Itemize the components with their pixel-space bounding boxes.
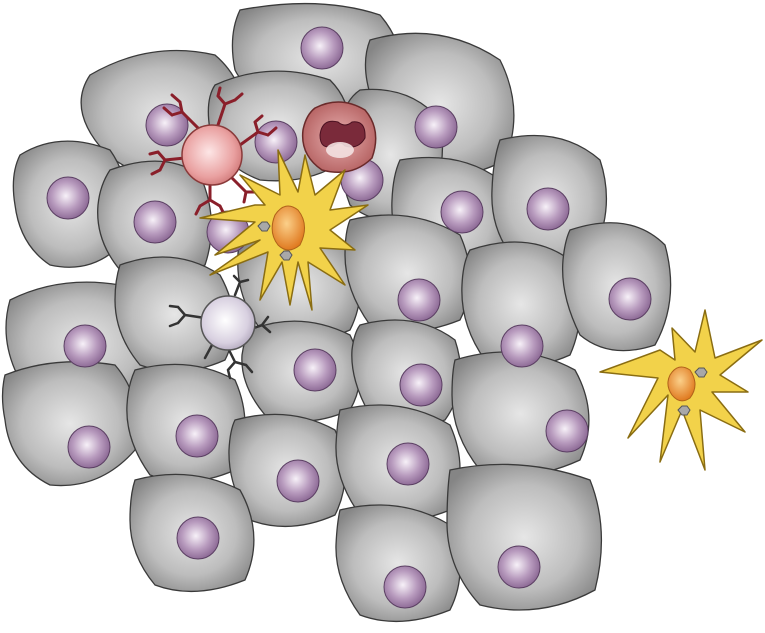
lymphocyte-body bbox=[200, 295, 256, 351]
nucleus bbox=[545, 409, 589, 453]
antigen-icon bbox=[257, 221, 271, 232]
t-cell-pink bbox=[148, 86, 278, 216]
nucleus bbox=[175, 414, 219, 458]
tumor-cell bbox=[1, 361, 139, 487]
dendritic-cell-right bbox=[599, 309, 763, 471]
nucleus bbox=[414, 105, 458, 149]
t-cell-receptors bbox=[148, 86, 278, 216]
nucleus bbox=[254, 120, 298, 164]
antigen-icon bbox=[677, 405, 691, 416]
nucleus bbox=[293, 348, 337, 392]
nucleus bbox=[133, 200, 177, 244]
tumor-cell bbox=[446, 463, 603, 611]
t-cell-body bbox=[181, 124, 243, 186]
nucleus bbox=[63, 324, 107, 368]
nucleus bbox=[497, 545, 541, 589]
dendritic-cell-center bbox=[199, 149, 369, 311]
nucleus bbox=[500, 324, 544, 368]
nucleus bbox=[440, 190, 484, 234]
antigen-icon bbox=[279, 250, 293, 261]
nucleus bbox=[397, 278, 441, 322]
nucleus bbox=[383, 565, 427, 609]
dendritic-nucleus bbox=[667, 366, 696, 402]
nucleus bbox=[399, 363, 443, 407]
tumor-cell-cluster bbox=[1, 2, 672, 623]
nucleus bbox=[526, 187, 570, 231]
nucleus bbox=[46, 176, 90, 220]
nucleus bbox=[300, 26, 344, 70]
nucleus bbox=[608, 277, 652, 321]
neutrophil bbox=[301, 101, 377, 173]
lymphocyte-gray bbox=[168, 274, 272, 380]
antigen-icon bbox=[694, 367, 708, 378]
tumor-cell bbox=[335, 504, 461, 623]
nucleus bbox=[276, 459, 320, 503]
tumor-nuclei bbox=[46, 26, 652, 609]
nucleus bbox=[67, 425, 111, 469]
dendritic-nucleus bbox=[271, 205, 305, 251]
neutrophil-highlight bbox=[326, 142, 354, 158]
nucleus bbox=[386, 442, 430, 486]
nucleus bbox=[176, 516, 220, 560]
